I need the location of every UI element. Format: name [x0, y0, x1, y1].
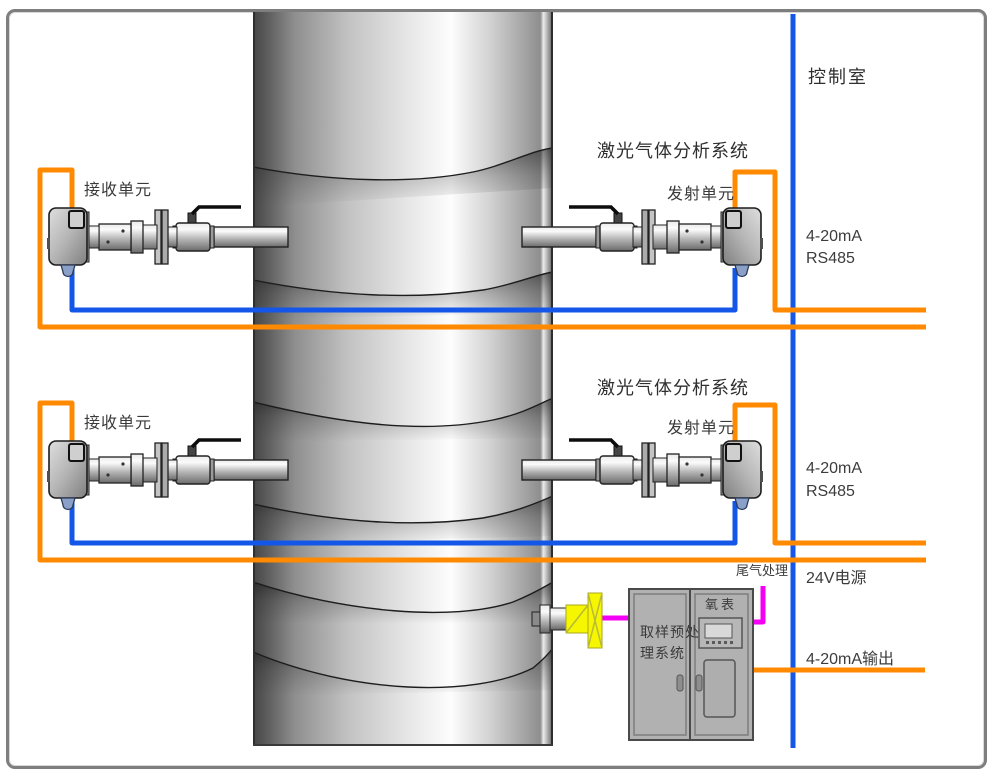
- sys1-receiver-cable: [37, 167, 926, 330]
- control-room-label: 控制室: [808, 67, 868, 87]
- sys1-transmitter-cable: [732, 169, 926, 313]
- power-label: 24V电源: [806, 570, 867, 587]
- tail-gas-label: 尾气处理: [736, 563, 789, 578]
- sys2-signal-wire: [69, 501, 738, 546]
- stack-pipe: [253, 12, 553, 746]
- sampling-probe: [531, 592, 603, 649]
- sys2-receiver-cable: [37, 400, 926, 563]
- sys2-transmitter-unit: [520, 433, 765, 513]
- tail-gas-line: [752, 586, 766, 625]
- sys1-receiver-label: 接收单元: [84, 182, 153, 199]
- cabinet-meter-label: 氧表: [705, 597, 738, 612]
- analysis-cabinet: [628, 588, 754, 741]
- sys2-receiver-unit: [45, 433, 290, 513]
- sys2-signal-label-1: 4-20mA: [806, 460, 863, 477]
- sys2-transmitter-label: 发射单元: [667, 420, 736, 437]
- diagram-border: [6, 9, 987, 769]
- sys1-receiver-unit: [45, 200, 290, 280]
- sys1-transmitter-unit: [520, 200, 765, 280]
- sys1-transmitter-label: 发射单元: [667, 186, 736, 203]
- sys1-title: 激光气体分析系统: [597, 141, 749, 161]
- sys1-signal-label-1: 4-20mA: [806, 228, 863, 245]
- sys1-signal-label-2: RS485: [806, 250, 855, 267]
- sys1-signal-wire: [69, 268, 738, 313]
- output-label: 4-20mA输出: [806, 651, 895, 668]
- sys2-title: 激光气体分析系统: [597, 378, 749, 398]
- sys2-receiver-label: 接收单元: [84, 415, 153, 432]
- sys2-signal-label-2: RS485: [806, 483, 855, 500]
- sys2-transmitter-cable: [732, 402, 926, 546]
- cabinet-left-door-label: 取样预处理系统: [640, 624, 700, 661]
